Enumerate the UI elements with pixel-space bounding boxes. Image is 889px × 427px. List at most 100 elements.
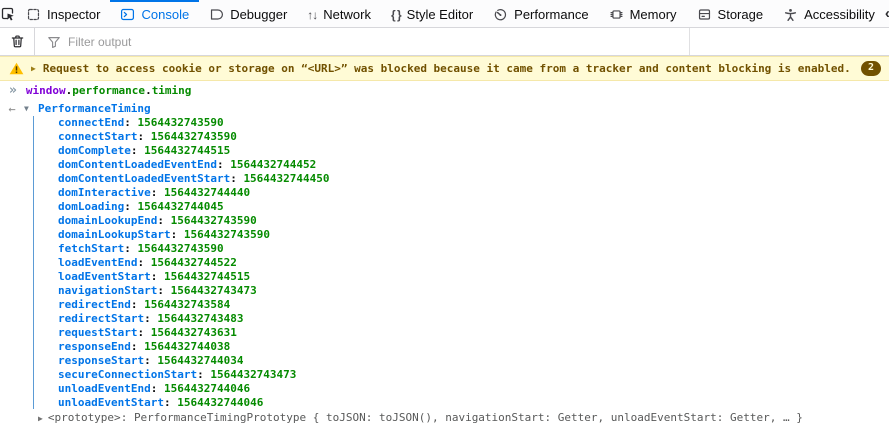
object-header-row[interactable]: ← ▼ PerformanceTiming [0,102,889,116]
property-row: requestStart: 1564432743631 [0,326,889,340]
property-row: loadEventStart: 1564432744515 [0,270,889,284]
property-colon: : [137,326,151,339]
property-value: 1564432744515 [144,144,231,157]
tab-console[interactable]: Console [110,0,200,27]
trash-icon [11,35,23,48]
tab-label: Performance [514,7,589,22]
property-row: fetchStart: 1564432743590 [0,242,889,256]
prototype-key: <prototype> [47,411,121,424]
property-row: responseEnd: 1564432744038 [0,340,889,354]
property-colon: : [144,354,158,367]
property-colon: : [170,228,184,241]
property-row: unloadEventEnd: 1564432744046 [0,382,889,396]
performance-icon [494,9,507,21]
prototype-separator: : [120,411,134,424]
property-row: domComplete: 1564432744515 [0,144,889,158]
expand-prototype-icon[interactable]: ▶ [38,414,43,423]
evaluated-input-row: » window.performance.timing [0,81,889,99]
warning-text: Request to access cookie or storage on “… [42,62,851,75]
property-name: loadEventStart [58,270,151,283]
property-row: redirectEnd: 1564432743584 [0,298,889,312]
warning-message-row[interactable]: ▶ Request to access cookie or storage on… [0,56,889,81]
console-output: ▶ Request to access cookie or storage on… [0,56,889,425]
tab-label: Storage [717,7,764,22]
property-colon: : [157,284,171,297]
property-row: responseStart: 1564432744034 [0,354,889,368]
code-token: performance [72,84,146,97]
tab-label: Network [323,7,371,22]
tab-storage[interactable]: Storage [687,0,774,27]
property-name: navigationStart [58,284,158,297]
prototype-value: PerformanceTimingPrototype { toJSON: toJ… [133,411,803,424]
property-colon: : [137,256,151,269]
property-value: 1564432744046 [177,396,264,409]
filter-box [35,28,689,55]
debugger-icon [211,9,224,20]
tab-inspector[interactable]: Inspector [16,0,110,27]
property-row: domainLookupStart: 1564432743590 [0,228,889,242]
style-editor-icon: { } [390,7,402,22]
property-value: 1564432744034 [157,354,244,367]
tab-overflow-chevron[interactable]: ‹ [885,0,889,27]
property-row: navigationStart: 1564432743473 [0,284,889,298]
property-name: domainLookupStart [58,228,171,241]
property-row: connectStart: 1564432743590 [0,130,889,144]
property-colon: : [137,130,151,143]
clear-console-button[interactable] [0,28,34,55]
pick-element-button[interactable] [0,0,16,27]
property-name: domLoading [58,200,125,213]
tab-label: Debugger [230,7,288,22]
property-name: domComplete [58,144,131,157]
tab-accessibility[interactable]: Accessibility [773,0,885,27]
tab-debugger[interactable]: Debugger [199,0,297,27]
collapse-object-icon[interactable]: ▼ [24,104,29,113]
property-colon: : [124,242,138,255]
property-row: redirectStart: 1564432743483 [0,312,889,326]
memory-icon [610,10,623,19]
code-token: timing [151,84,192,97]
tab-style-editor[interactable]: { } Style Editor [381,0,483,27]
property-colon: : [124,200,138,213]
pick-element-icon [1,7,14,20]
property-name: connectStart [58,130,138,143]
property-value: 1564432744450 [243,172,330,185]
property-row: domContentLoadedEventEnd: 1564432744452 [0,158,889,172]
property-colon: : [124,116,138,129]
accessibility-icon [785,8,797,22]
property-value: 1564432744045 [137,200,224,213]
property-value: 1564432743590 [183,228,270,241]
property-colon: : [150,186,164,199]
tab-memory[interactable]: Memory [599,0,687,27]
property-name: connectEnd [58,116,125,129]
property-colon: : [197,368,211,381]
property-value: 1564432743473 [210,368,297,381]
property-name: secureConnectionStart [58,368,198,381]
property-value: 1564432744440 [163,186,251,199]
evaluation-result: ← ▼ PerformanceTiming connectEnd: 156443… [0,99,889,425]
property-name: unloadEventEnd [58,382,151,395]
property-value: 1564432743590 [150,130,237,143]
property-value: 1564432743631 [150,326,237,339]
filter-output-input[interactable] [68,34,689,49]
prototype-row[interactable]: ▶ <prototype>: PerformanceTimingPrototype… [0,410,889,425]
property-row: domainLookupEnd: 1564432743590 [0,214,889,228]
expand-warning-icon[interactable]: ▶ [31,64,36,73]
tab-performance[interactable]: Performance [483,0,598,27]
warning-count-badge: 2 [860,61,881,76]
property-row: loadEventEnd: 1564432744522 [0,256,889,270]
property-row: unloadEventStart: 1564432744046 [0,396,889,410]
property-value: 1564432743473 [170,284,257,297]
property-name: domContentLoadedEventEnd [58,158,217,171]
property-name: requestStart [58,326,138,339]
filter-funnel-icon [48,36,60,48]
property-colon: : [216,158,231,171]
console-icon [121,8,135,21]
tab-network[interactable]: ↑↓ Network [297,0,381,27]
property-colon: : [130,144,145,157]
property-colon: : [150,382,164,395]
tab-label: Memory [629,7,677,22]
input-prompt-icon: » [9,83,17,98]
property-value: 1564432744046 [163,382,251,395]
property-name: domContentLoadedEventStart [58,172,231,185]
property-value: 1564432743590 [137,242,224,255]
